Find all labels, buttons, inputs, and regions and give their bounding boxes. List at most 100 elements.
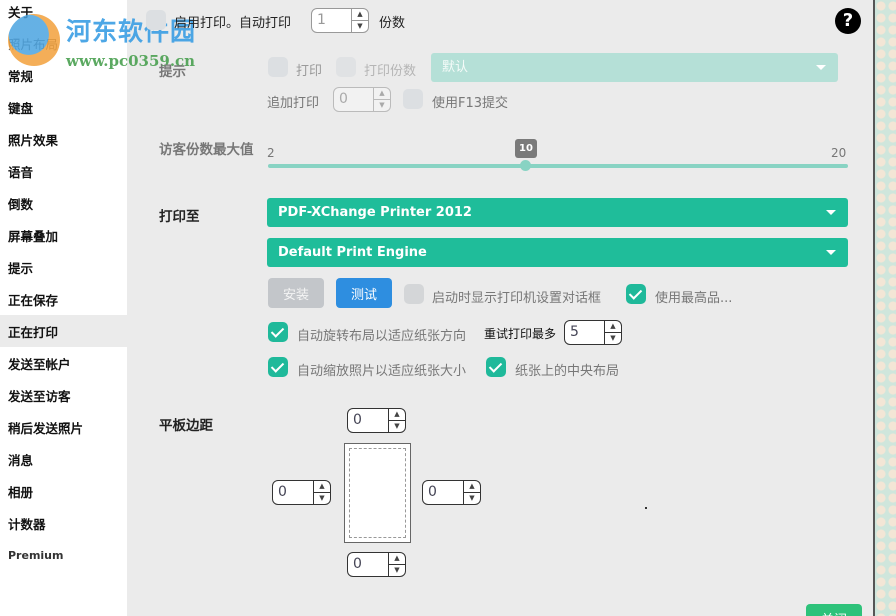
auto-print-copies-stepper[interactable]: 1 ▲▼: [311, 8, 369, 33]
margin-top-value[interactable]: 0: [353, 412, 362, 428]
sidebar-item-printing[interactable]: 正在打印: [0, 315, 127, 347]
decrement-icon[interactable]: ▼: [394, 566, 400, 574]
decrement-icon[interactable]: ▼: [379, 101, 385, 109]
decrement-icon[interactable]: ▼: [394, 422, 400, 430]
margin-bottom-value[interactable]: 0: [353, 556, 362, 572]
sidebar-item-counter[interactable]: 计数器: [0, 507, 127, 539]
retry-label: 重试打印最多: [484, 327, 557, 341]
decrement-icon[interactable]: ▼: [319, 494, 325, 502]
prompt-print-copies-checkbox[interactable]: [336, 57, 356, 77]
slider-min-label: 2: [267, 146, 275, 160]
auto-rotate-checkbox[interactable]: [268, 322, 288, 342]
sidebar-item-label: 键盘: [8, 100, 34, 116]
prompt-print-copies-label: 打印份数: [364, 64, 417, 79]
sidebar-item-premium[interactable]: Premium: [0, 539, 127, 571]
sidebar-item-send-to-guest[interactable]: 发送至访客: [0, 379, 127, 411]
sidebar-item-label: 照片布局: [8, 36, 59, 52]
sidebar-item-label: 稍后发送照片: [8, 420, 84, 436]
decrement-icon[interactable]: ▼: [357, 22, 363, 30]
chevron-down-icon: [826, 250, 836, 255]
printer-select[interactable]: PDF-XChange Printer 2012: [267, 198, 848, 227]
increment-icon[interactable]: ▲: [374, 88, 390, 100]
sidebar-item-label: 计数器: [8, 516, 46, 532]
sidebar-item-label: 正在打印: [8, 324, 59, 340]
sidebar-item-voice[interactable]: 语音: [0, 155, 127, 187]
append-print-value[interactable]: 0: [339, 91, 348, 107]
margin-bottom-stepper[interactable]: 0 ▲▼: [347, 552, 406, 577]
sidebar-item-label: 正在保存: [8, 292, 59, 308]
stray-dot: [645, 507, 647, 509]
increment-icon[interactable]: ▲: [314, 481, 330, 493]
max-copies-label: 访客份数最大值: [159, 142, 254, 158]
enable-print-label: 启用打印。自动打印: [174, 16, 292, 31]
sidebar-item-label: Premium: [8, 548, 64, 562]
best-quality-checkbox[interactable]: [626, 284, 646, 304]
close-button[interactable]: 关闭: [806, 604, 862, 616]
retry-stepper[interactable]: 5 ▲▼: [564, 320, 622, 345]
prompt-print-checkbox[interactable]: [268, 57, 288, 77]
sidebar-item-about[interactable]: 关于: [0, 0, 127, 27]
help-icon[interactable]: ?: [835, 8, 861, 34]
sidebar-item-album[interactable]: 相册: [0, 475, 127, 507]
increment-icon[interactable]: ▲: [605, 321, 621, 333]
slider-thumb[interactable]: [520, 160, 531, 171]
enable-print-checkbox[interactable]: [146, 10, 166, 30]
sidebar-item-label: 提示: [8, 260, 34, 276]
sidebar-item-general[interactable]: 常规: [0, 59, 127, 91]
sidebar-item-messages[interactable]: 消息: [0, 443, 127, 475]
increment-icon[interactable]: ▲: [464, 481, 480, 493]
sidebar-item-label: 相册: [8, 484, 34, 500]
sidebar-item-screen-overlay[interactable]: 屏幕叠加: [0, 219, 127, 251]
sidebar: 关于 照片布局 常规 键盘 照片效果 语音 倒数 屏幕叠加 提示 正在保存 正在…: [0, 0, 127, 616]
center-layout-checkbox[interactable]: [486, 357, 506, 377]
sidebar-item-photo-layout[interactable]: 照片布局: [0, 27, 127, 59]
sidebar-item-saving[interactable]: 正在保存: [0, 283, 127, 315]
decrement-icon[interactable]: ▼: [469, 494, 475, 502]
margin-right-stepper[interactable]: 0 ▲▼: [422, 480, 481, 505]
sidebar-item-label: 照片效果: [8, 132, 59, 148]
append-print-label: 追加打印: [267, 96, 320, 111]
increment-icon[interactable]: ▲: [352, 9, 368, 21]
auto-scale-label: 自动缩放照片以适应纸张大小: [297, 364, 467, 379]
sidebar-item-label: 常规: [8, 68, 34, 84]
background-pattern: [873, 0, 896, 616]
auto-rotate-label: 自动旋转布局以适应纸张方向: [297, 329, 467, 344]
sidebar-item-label: 发送至帐户: [8, 356, 71, 372]
sidebar-item-send-to-account[interactable]: 发送至帐户: [0, 347, 127, 379]
install-button[interactable]: 安装: [268, 278, 324, 308]
best-quality-label: 使用最高品...: [655, 291, 733, 306]
prompt-label: 提示: [159, 64, 186, 80]
increment-icon[interactable]: ▲: [389, 553, 405, 565]
prompt-print-label: 打印: [296, 64, 323, 79]
margin-top-stepper[interactable]: 0 ▲▼: [347, 408, 406, 433]
append-print-stepper[interactable]: 0 ▲▼: [333, 87, 391, 112]
center-layout-label: 纸张上的中央布局: [515, 364, 620, 379]
margin-right-value[interactable]: 0: [428, 484, 437, 500]
sidebar-item-photo-effects[interactable]: 照片效果: [0, 123, 127, 155]
print-to-label: 打印至: [159, 209, 200, 225]
sidebar-item-label: 发送至访客: [8, 388, 71, 404]
prompt-mode-select[interactable]: 默认: [431, 53, 838, 82]
printer-value: PDF-XChange Printer 2012: [278, 205, 472, 220]
margin-left-value[interactable]: 0: [278, 484, 287, 500]
f13-submit-label: 使用F13提交: [432, 96, 509, 111]
max-copies-slider[interactable]: [268, 164, 848, 168]
retry-value[interactable]: 5: [570, 324, 579, 340]
increment-icon[interactable]: ▲: [389, 409, 405, 421]
chevron-down-icon: [816, 65, 826, 70]
auto-scale-checkbox[interactable]: [268, 357, 288, 377]
sidebar-item-label: 倒数: [8, 196, 34, 212]
test-button[interactable]: 测试: [336, 278, 392, 308]
show-dialog-label: 启动时显示打印机设置对话框: [432, 291, 602, 306]
sidebar-item-prompts[interactable]: 提示: [0, 251, 127, 283]
sidebar-item-send-later[interactable]: 稍后发送照片: [0, 411, 127, 443]
sidebar-item-keyboard[interactable]: 键盘: [0, 91, 127, 123]
show-dialog-checkbox[interactable]: [404, 284, 424, 304]
print-engine-select[interactable]: Default Print Engine: [267, 238, 848, 267]
decrement-icon[interactable]: ▼: [610, 334, 616, 342]
f13-submit-checkbox[interactable]: [403, 89, 423, 109]
sidebar-item-countdown[interactable]: 倒数: [0, 187, 127, 219]
auto-print-copies-value[interactable]: 1: [317, 12, 326, 28]
margin-left-stepper[interactable]: 0 ▲▼: [272, 480, 331, 505]
paper-preview: [344, 443, 411, 543]
